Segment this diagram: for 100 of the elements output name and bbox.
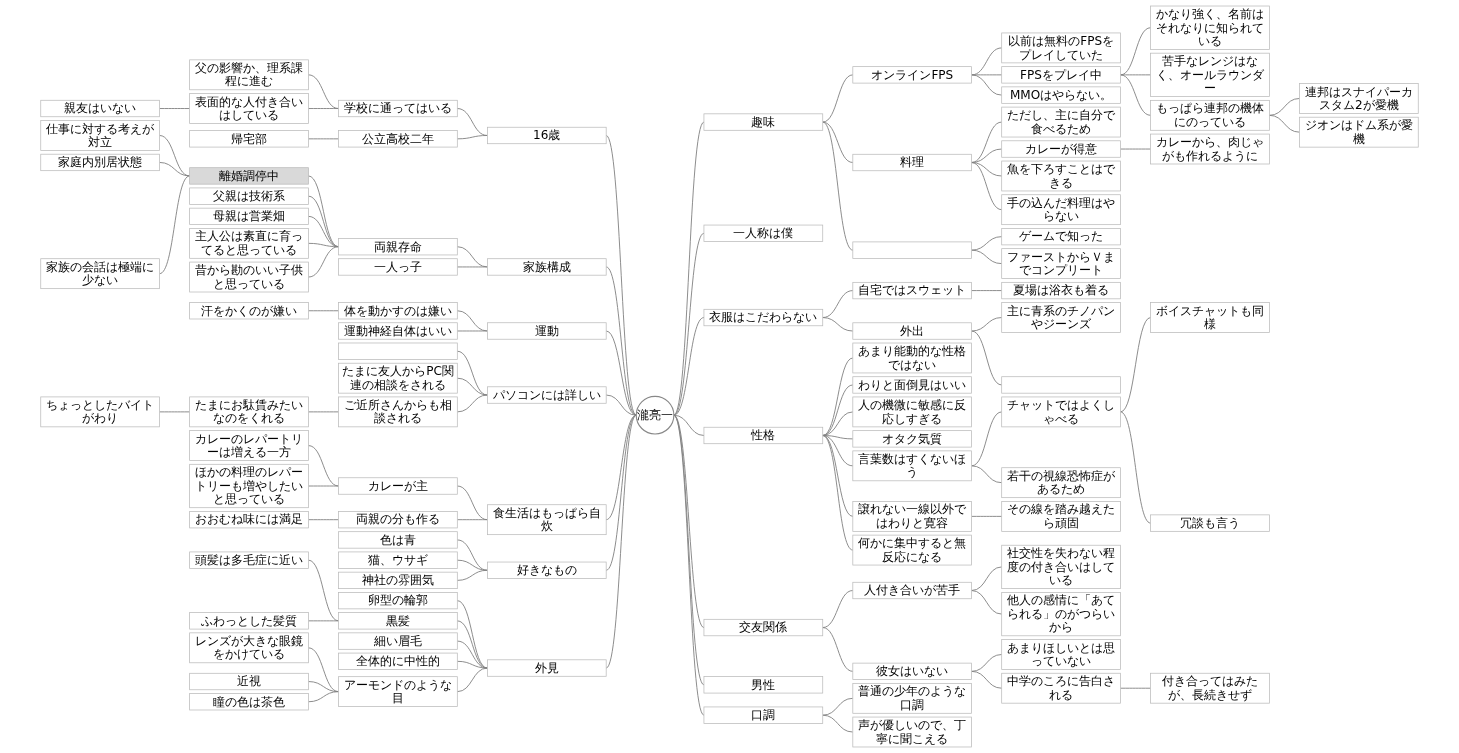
node-box: 以前は無料のFPSをプレイしていた [1001, 32, 1121, 64]
node-box: オタク気質 [852, 430, 972, 448]
node-box: 一人っ子 [338, 258, 458, 276]
connector [308, 74, 339, 109]
node-box: 冗談も言う [1150, 514, 1270, 532]
node-box: たまに友人からPC関連の相談をされる [338, 362, 458, 394]
node-box: 仕事に対する考えが対立 [40, 120, 160, 151]
connector [605, 414, 637, 669]
connector [605, 414, 637, 571]
connector [822, 121, 854, 163]
connector [456, 600, 488, 669]
connector [822, 317, 854, 332]
node-box: 趣味 [703, 113, 824, 131]
node-box: ただし、主に自分で食べるため [1001, 106, 1121, 138]
connector [1120, 74, 1151, 76]
node-box: 神社の雰囲気 [338, 571, 458, 589]
node-box: たまにお駄賃みたいなのをくれる [189, 396, 309, 428]
node-box: その線を踏み越えたら頑固 [1001, 501, 1121, 532]
node-box: 全体的に中性的 [338, 652, 458, 670]
connector [971, 590, 1003, 615]
connector [822, 435, 854, 517]
connector [822, 435, 854, 551]
node-box: カレーが主 [338, 477, 458, 495]
connector [822, 714, 854, 733]
node-box: オンラインFPS [852, 66, 972, 84]
node-box: FPSをプレイ中 [1001, 66, 1121, 84]
connector [822, 411, 854, 436]
connector [822, 121, 854, 251]
connector [971, 566, 1003, 591]
connector [456, 377, 488, 396]
node-box: 頭髪は多毛症に近い [189, 551, 309, 569]
node-box: 普通の少年のような口調 [852, 682, 972, 714]
connector [971, 330, 1003, 386]
connector [822, 697, 854, 716]
node-box: 付き合ってはみたが、長続きせず [1150, 672, 1270, 704]
connector [456, 660, 488, 669]
node-box: 運動神経自体はいい [338, 322, 458, 340]
node-box: ボイスチャットも同様 [1150, 302, 1270, 333]
connector [456, 569, 488, 581]
connector [822, 74, 854, 123]
connector [456, 310, 488, 332]
node-box: カレーが得意 [1001, 140, 1121, 158]
node-box: 交友関係 [703, 618, 824, 637]
node-box: 親友はいない [40, 99, 160, 118]
node-box [338, 342, 458, 360]
node-circle: 瀧亮一 [635, 395, 675, 435]
node-box: 声が優しいので、丁寧に聞こえる [852, 716, 972, 748]
node-box: 細い眉毛 [338, 632, 458, 650]
node-box: 性格 [703, 426, 824, 445]
node-box: もっぱら連邦の機体にのっている [1150, 99, 1270, 131]
node-box: アーモンドのような目 [338, 676, 458, 707]
connector [1268, 114, 1300, 133]
node-box: 家族の会話は極端に少ない [40, 258, 160, 290]
connector [456, 640, 488, 669]
connector [971, 162, 1003, 211]
node-box: 食生活はもっぱら自炊 [487, 504, 607, 536]
node-box: 苦手なレンジはなく、オールラウンダー [1150, 52, 1270, 97]
node-box: 近視 [189, 672, 309, 691]
connector [971, 74, 1003, 96]
node-box: ご近所さんからも相談される [338, 396, 458, 428]
connector [822, 590, 854, 628]
connector [1120, 317, 1151, 413]
node-box: 父の影響か、理系課程に進む [189, 59, 309, 91]
node-box: 16歳 [487, 126, 607, 145]
connector [456, 559, 488, 571]
connector [159, 411, 191, 413]
connector [605, 330, 637, 416]
node-box: 男性 [703, 676, 824, 694]
node-box: 両親存命 [338, 238, 458, 256]
node-box: 中学のころに告白される [1001, 672, 1121, 704]
connector [456, 667, 488, 693]
connector [456, 330, 488, 332]
connector [456, 246, 488, 268]
node-box: ファーストからＶまでコンプリート [1001, 248, 1121, 279]
node-box: 表面的な人付き合いはしている [189, 93, 309, 124]
connector [308, 246, 339, 278]
node-box: 連邦はスナイパーカスタム2が愛機 [1299, 83, 1419, 114]
node-box: 体を動かすのは嫌い [338, 302, 458, 320]
node-box: 色は青 [338, 531, 458, 549]
connector [308, 445, 339, 487]
node-box: 自宅ではスウェット [852, 281, 972, 300]
connector [456, 394, 488, 413]
node-box: 帰宅部 [189, 130, 309, 148]
connector [822, 627, 854, 672]
connector [159, 162, 191, 177]
connector [308, 647, 339, 693]
node-box: 一人称は僕 [703, 224, 824, 242]
connector [605, 394, 637, 416]
node-box: 衣服はこだわらない [703, 308, 824, 327]
connector [822, 357, 854, 436]
node-box: 社交性を失わない程度の付き合いはしている [1001, 544, 1121, 589]
connector [308, 411, 339, 413]
connector [308, 691, 339, 703]
connector [971, 249, 1003, 265]
node-box: 学校に通ってはいる [338, 99, 458, 118]
node-box: 譲れない一線以外ではわりと寛容 [852, 501, 972, 532]
connector [971, 515, 1003, 517]
node-box: あまりほしいとは思っていない [1001, 639, 1121, 670]
node-box: 言葉数はすくないほう [852, 450, 972, 482]
node-box: 外見 [487, 659, 607, 677]
